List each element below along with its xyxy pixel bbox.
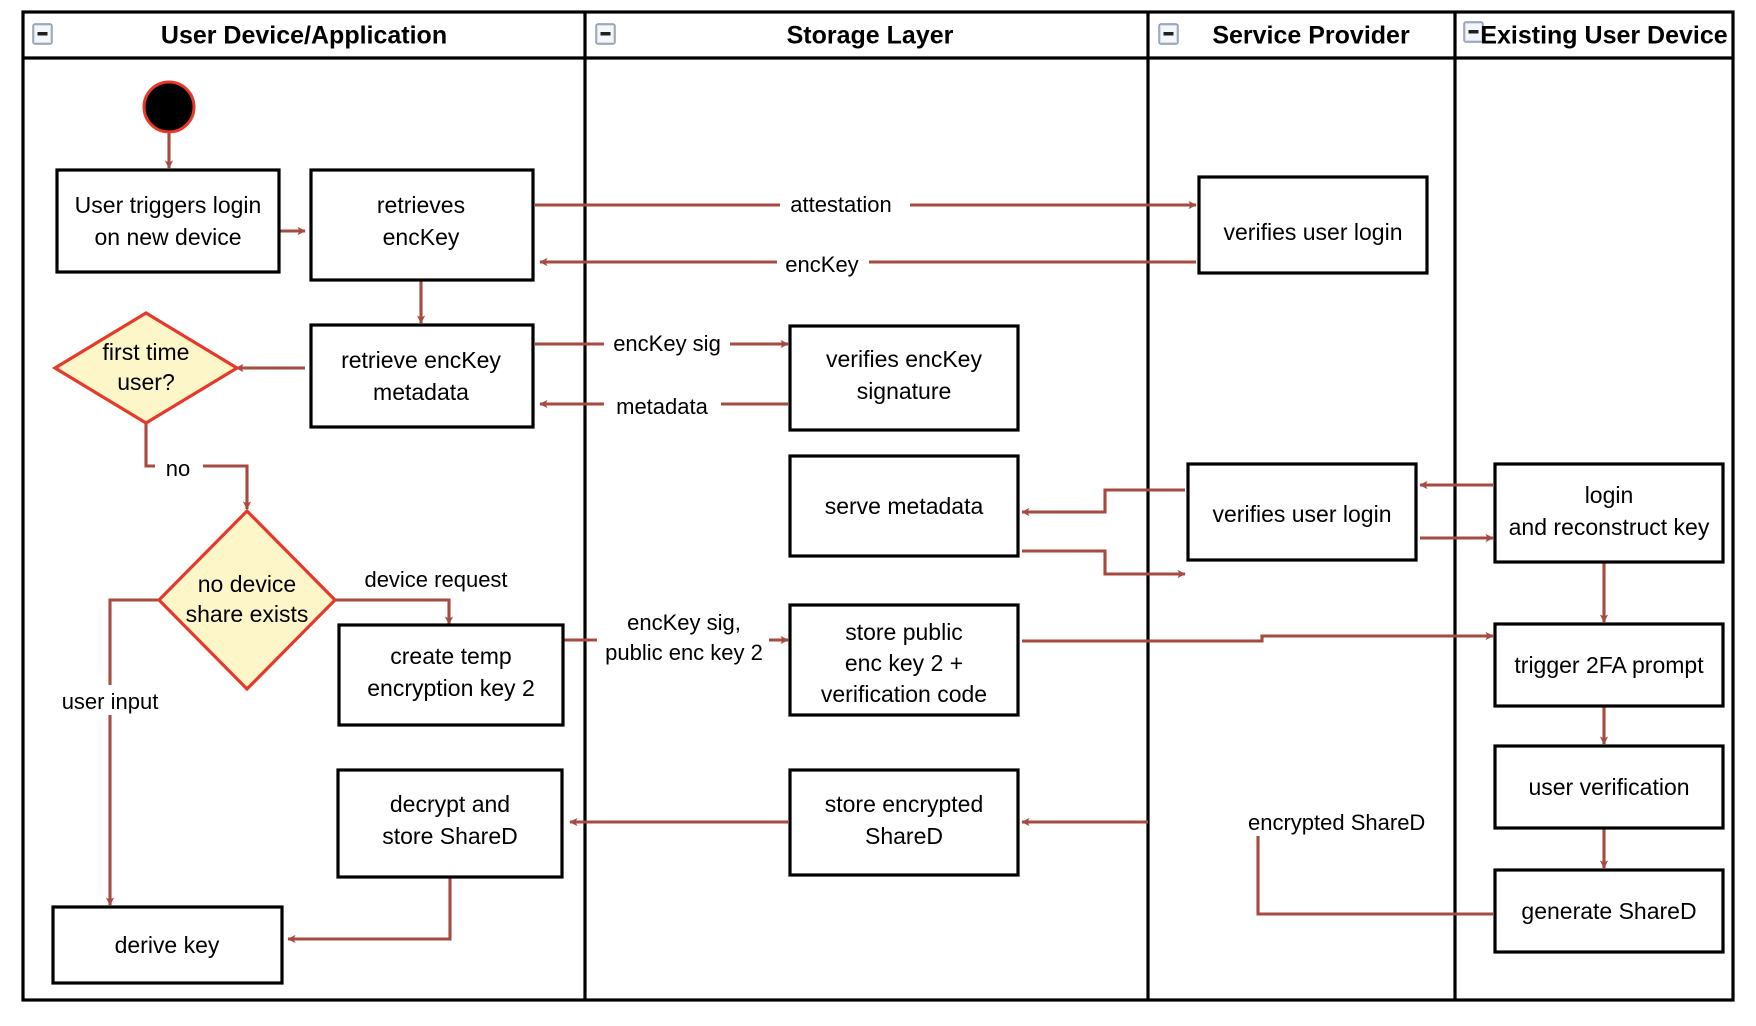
node-label-line: User triggers login (75, 192, 262, 218)
activity-node-login-reconstruct-key[interactable]: login trigger 2FA prompt and reconstruct… (1493, 462, 1725, 564)
activity-node-retrieve-metadata[interactable]: retrieve encKey metadata (309, 323, 535, 429)
edge-label-enckey-sig-line2: public enc key 2 (605, 640, 763, 665)
activity-node-verifies-user-login-1[interactable]: verifies user login (1197, 175, 1429, 275)
decision-node-no-device-share[interactable]: no device share exists (156, 508, 338, 692)
collapse-minus-box-icon-3[interactable] (1158, 23, 1179, 45)
activity-node-store-public-enc-key[interactable]: store public enc key 2 + verification co… (788, 603, 1020, 717)
activity-node-store-encrypted-shared[interactable]: store encrypted ShareD (788, 768, 1020, 877)
node-label-line-2: and reconstruct key (1509, 514, 1710, 540)
node-label-line: metadata (373, 379, 469, 405)
activity-node-decrypt-store-shared[interactable]: decrypt and store ShareD (336, 768, 564, 879)
edge-label-enckey: encKey (785, 252, 858, 277)
node-label-line: store ShareD (382, 823, 518, 849)
activity-node-generate-shared[interactable]: generate ShareD (1493, 868, 1725, 954)
collapse-minus-box-icon-1[interactable] (32, 23, 53, 45)
activity-node-verifies-enckey-signature[interactable]: verifies encKey signature (788, 324, 1020, 432)
node-label-line: user? (117, 369, 175, 395)
lane-header-service-provider[interactable]: Service Provider (1158, 22, 1410, 50)
edge-sp-to-serve-metadata (1021, 488, 1185, 517)
lane-title-storage: Storage Layer (787, 22, 954, 50)
collapse-minus-box-icon-2[interactable] (595, 23, 616, 45)
collapse-minus-box-icon-4[interactable] (1463, 21, 1484, 43)
edge-label-user-input: user input (62, 689, 159, 714)
node-label-line: verifies user login (1213, 501, 1392, 527)
edge-decrypt-to-derive (287, 877, 452, 944)
lane-title-existing-device: Existing User Device (1480, 22, 1727, 50)
edge-label-no: no (166, 456, 190, 481)
node-label-line: verifies encKey (826, 346, 982, 372)
activity-node-verifies-user-login-2[interactable]: verifies user login (1186, 462, 1418, 562)
edge-device-request (334, 598, 454, 625)
node-label-line: serve metadata (825, 493, 984, 519)
swimlane-frame (21, 10, 1735, 1002)
node-label-line: retrieves (377, 192, 465, 218)
edge-label-attestation: attestation (790, 192, 892, 217)
node-label-line: verifies user login (1224, 219, 1403, 245)
node-label-line: login (1585, 482, 1634, 508)
node-label-line: first time (103, 339, 190, 365)
node-label-line: no device (198, 571, 296, 597)
activity-node-trigger-login[interactable]: User triggers login on new device (55, 168, 281, 274)
activity-node-user-verification[interactable]: user verification (1493, 744, 1725, 830)
edge-label-device-request: device request (364, 567, 507, 592)
node-label-line: encKey (383, 224, 460, 250)
node-label-line: verification code (821, 681, 987, 707)
lane-header-user-device[interactable]: User Device/Application (32, 22, 447, 50)
lane-title-user-device: User Device/Application (161, 22, 447, 50)
node-label-line: derive key (115, 932, 220, 958)
lane-header-existing-device[interactable]: Existing User Device (1463, 21, 1728, 50)
node-label-line: user verification (1528, 774, 1689, 800)
node-label-line: retrieve encKey (341, 347, 501, 373)
edge-serve-metadata-to-sp (1022, 549, 1186, 579)
initial-node (142, 80, 196, 134)
activity-node-derive-key[interactable]: derive key (51, 905, 284, 985)
edge-store-to-2fa (1022, 631, 1494, 643)
node-label-line: store encrypted (825, 791, 984, 817)
lane-title-service-provider: Service Provider (1212, 22, 1410, 50)
activity-node-create-temp-key[interactable]: create temp encryption key 2 (337, 623, 565, 727)
node-label-line: ShareD (865, 823, 943, 849)
node-label-line: trigger 2FA prompt (1514, 652, 1704, 678)
edge-labels: attestation encKey encKey sig metadata n… (52, 188, 1425, 835)
edge-label-metadata: metadata (616, 394, 708, 419)
node-label-line: store public (845, 619, 963, 645)
node-label-line: on new device (94, 224, 241, 250)
node-label-line: share exists (186, 601, 309, 627)
node-label-line: generate ShareD (1521, 898, 1696, 924)
node-label-line: signature (857, 378, 952, 404)
edge-generate-shared-leg (1256, 836, 1493, 916)
lane-header-storage[interactable]: Storage Layer (595, 22, 954, 50)
edge-label-enckey-sig: encKey sig (613, 331, 721, 356)
node-label-line: decrypt and (390, 791, 510, 817)
decision-node-first-time-user[interactable]: first time user? (51, 311, 241, 425)
node-label-line: create temp (390, 643, 511, 669)
edge-label-encrypted-shared: encrypted ShareD (1248, 810, 1425, 835)
edge-label-enckey-sig-line1: encKey sig, (627, 610, 741, 635)
activity-node-serve-metadata[interactable]: serve metadata (788, 454, 1020, 558)
node-label-line: encryption key 2 (367, 675, 534, 701)
activity-node-trigger-2fa-prompt[interactable]: trigger 2FA prompt (1493, 622, 1725, 708)
node-label-line: enc key 2 + (845, 650, 963, 676)
edge-user-input (105, 598, 160, 906)
activity-node-retrieves-enckey[interactable]: retrieves encKey (309, 168, 535, 282)
